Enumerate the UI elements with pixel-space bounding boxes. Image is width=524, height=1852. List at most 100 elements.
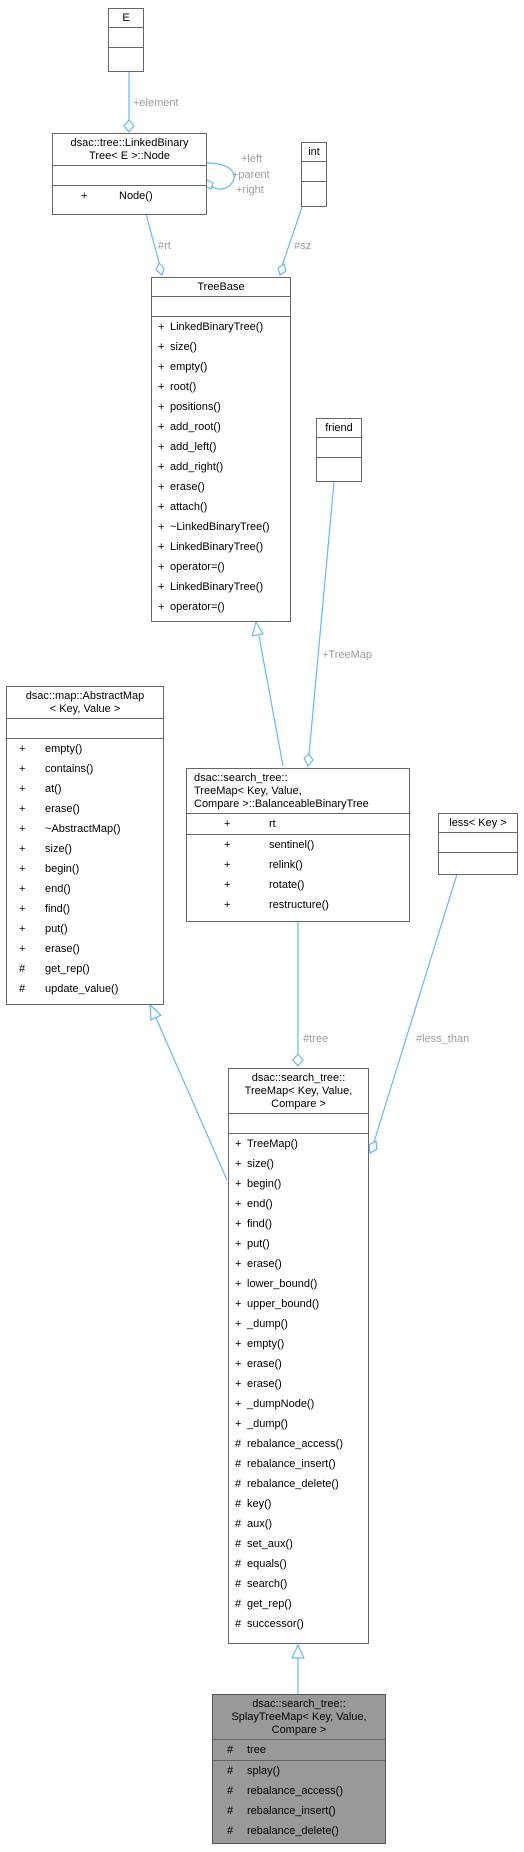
visibility: + — [19, 943, 26, 955]
label-treemap: +TreeMap — [322, 649, 372, 661]
method-row: #update_value() — [7, 979, 163, 999]
method-name: key() — [247, 1498, 272, 1510]
visibility: # — [235, 1518, 242, 1530]
method-row: +operator=() — [152, 557, 290, 577]
method-row: + ~LinkedBinaryTree() — [152, 517, 290, 537]
method-name: search() — [247, 1578, 288, 1590]
method-row: +lower_bound() — [229, 1274, 368, 1294]
class-title: dsac::tree::LinkedBinary Tree< E >::Node — [53, 134, 206, 166]
methods-section: +empty()+contains()+at()+erase()+~Abstra… — [7, 739, 163, 999]
edge-inherit-abstractmap — [155, 1017, 228, 1181]
class-tree-map: dsac::search_tree:: TreeMap< Key, Value,… — [228, 1068, 369, 1644]
diamond-tree — [292, 1053, 304, 1067]
visibility: + — [235, 1238, 242, 1250]
visibility: + — [19, 903, 26, 915]
method-name: attach() — [170, 501, 208, 513]
method-row: +size() — [152, 337, 290, 357]
visibility: + — [81, 190, 88, 202]
visibility: + — [19, 743, 26, 755]
label-rt: #rt — [158, 240, 171, 252]
diamond-treemap — [303, 753, 314, 768]
visibility: + — [158, 461, 165, 473]
visibility: # — [227, 1825, 234, 1837]
method-name: erase() — [170, 481, 205, 493]
attribute-row: #tree — [213, 1740, 385, 1760]
methods-section — [439, 853, 517, 873]
edge-less-than — [373, 841, 468, 1143]
method-name: lower_bound() — [247, 1278, 318, 1290]
method-name: end() — [247, 1198, 273, 1210]
methods-section — [302, 182, 326, 202]
method-row: +begin() — [229, 1174, 368, 1194]
method-row: #aux() — [229, 1514, 368, 1534]
visibility: + — [235, 1258, 242, 1270]
method-row: +TreeMap() — [229, 1134, 368, 1154]
visibility: + — [158, 521, 165, 533]
visibility: # — [235, 1598, 242, 1610]
visibility: + — [235, 1358, 242, 1370]
attribute-row: + rt — [187, 814, 409, 834]
methods-section — [317, 458, 361, 478]
visibility: + — [235, 1318, 242, 1330]
class-friend: friend — [316, 418, 362, 482]
method-row: #get_rep() — [7, 959, 163, 979]
visibility: + — [235, 1398, 242, 1410]
method-row: #rebalance_access() — [213, 1781, 385, 1801]
class-title: friend — [317, 419, 361, 438]
method-name: empty() — [45, 743, 83, 755]
method-name: put() — [247, 1238, 270, 1250]
methods-section — [109, 48, 143, 68]
diamond-less-than — [368, 1140, 378, 1154]
class-title: dsac::map::AbstractMap < Key, Value > — [7, 687, 163, 719]
attribute-name: rt — [269, 818, 276, 830]
title-line: int — [308, 146, 320, 158]
method-name: ~LinkedBinaryTree() — [170, 521, 270, 533]
visibility: + — [158, 481, 165, 493]
method-name: _dumpNode() — [247, 1398, 315, 1410]
method-name: empty() — [247, 1338, 285, 1350]
method-name: update_value() — [45, 983, 119, 995]
method-row: #rebalance_access() — [229, 1434, 368, 1454]
visibility: # — [19, 963, 26, 975]
method-row: +root() — [152, 377, 290, 397]
label-sz: #sz — [294, 240, 311, 252]
method-name: size() — [45, 843, 72, 855]
visibility: + — [19, 763, 26, 775]
method-row: #rebalance_insert() — [229, 1454, 368, 1474]
class-e: E — [108, 8, 144, 72]
method-name: relink() — [269, 859, 303, 871]
method-row: +LinkedBinaryTree() — [152, 317, 290, 337]
method-row: +put() — [7, 919, 163, 939]
method-row: +begin() — [7, 859, 163, 879]
visibility: + — [19, 843, 26, 855]
method-row: #rebalance_insert() — [213, 1801, 385, 1821]
method-row: +attach() — [152, 497, 290, 517]
visibility: + — [158, 381, 165, 393]
edge-rt — [145, 213, 161, 267]
visibility: + — [224, 859, 231, 871]
title-line: TreeMap< Key, Value, — [194, 785, 302, 797]
label-element: +element — [133, 97, 179, 109]
title-line: less< Key > — [449, 817, 507, 829]
method-row: +find() — [7, 899, 163, 919]
attributes-section: + rt — [187, 814, 409, 835]
title-line: dsac::search_tree:: — [251, 1072, 346, 1084]
method-row: +operator=() — [152, 597, 290, 617]
method-name: LinkedBinaryTree() — [170, 581, 264, 593]
method-name: get_rep() — [247, 1598, 292, 1610]
method-row: #rebalance_delete() — [213, 1821, 385, 1841]
class-title: E — [109, 9, 143, 28]
visibility: + — [235, 1158, 242, 1170]
attributes-section — [109, 28, 143, 48]
visibility: + — [19, 863, 26, 875]
attributes-section — [317, 438, 361, 458]
title-line: Compare > — [271, 1098, 326, 1110]
method-name: TreeMap() — [247, 1138, 298, 1150]
attributes-section — [302, 162, 326, 182]
visibility: # — [235, 1438, 242, 1450]
method-row: +erase() — [7, 799, 163, 819]
title-line: friend — [325, 422, 353, 434]
title-line: Compare > — [271, 1724, 327, 1736]
visibility: + — [224, 818, 231, 830]
